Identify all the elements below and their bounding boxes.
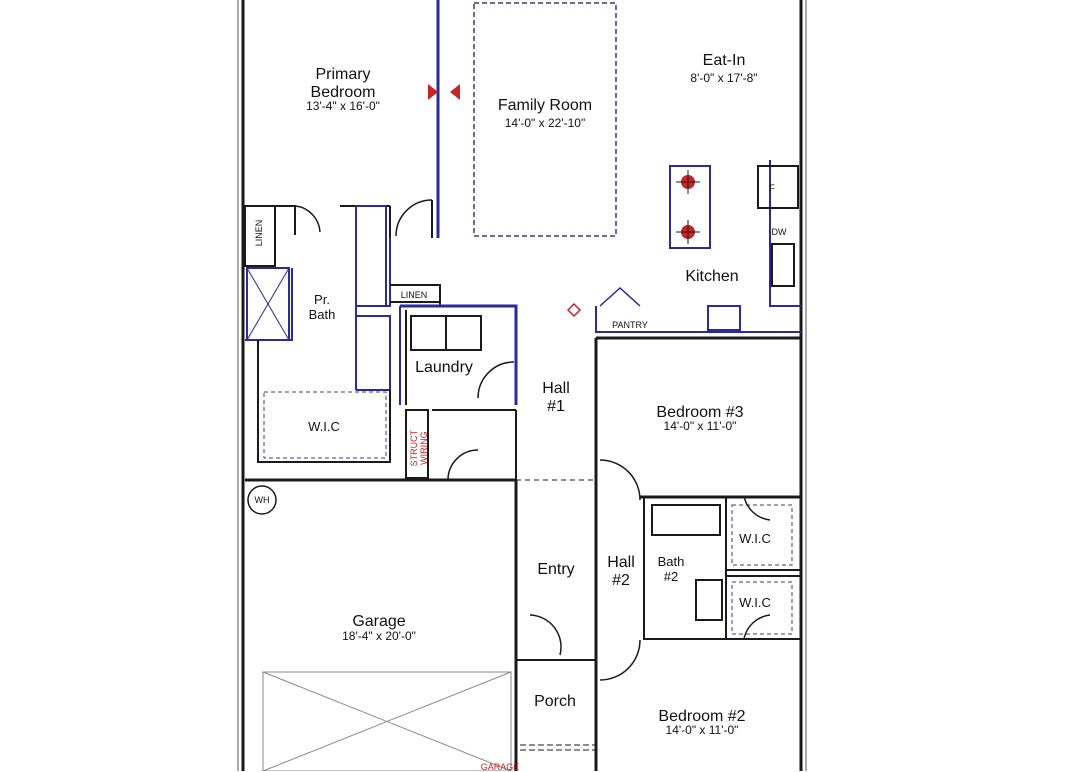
garage-name: Garage xyxy=(352,613,406,630)
bath2-line2: #2 xyxy=(663,568,679,584)
pr-bath-line1: Pr. xyxy=(314,292,330,307)
structured-wiring-line2: WIRING xyxy=(419,431,429,465)
bedroom2-dims: 14'-0" x 11'-0" xyxy=(665,723,739,737)
dw-label: DW xyxy=(771,227,787,237)
bath2-name: Bath #2 xyxy=(650,554,692,584)
wic-upper-name: W.I.C xyxy=(739,531,771,546)
garage-dims: 18'-4" x 20'-0" xyxy=(342,629,416,643)
bedroom3-dims: 14'-0" x 11'-0" xyxy=(663,419,737,433)
kitchen-island xyxy=(669,165,711,249)
pantry-label: PANTRY xyxy=(612,320,648,330)
electrical-marks xyxy=(428,84,582,318)
primary-bedroom-name: Primary Bedroom xyxy=(300,66,386,102)
pr-bath-line2: Bath xyxy=(308,306,336,322)
eat-in-name: Eat-In xyxy=(702,52,746,69)
kitchen-name: Kitchen xyxy=(685,268,739,285)
hall2-line1: Hall xyxy=(607,554,635,571)
primary-bedroom-dims: 13'-4" x 16'-0" xyxy=(306,99,380,113)
water-heater-label: WH xyxy=(254,495,270,505)
bath2-line1: Bath xyxy=(657,554,685,569)
hall1-name: Hall #1 xyxy=(532,380,580,416)
family-room-dims: 14'-0" x 22'-10" xyxy=(504,116,586,130)
interior-walls xyxy=(244,0,801,771)
water-heater-icon xyxy=(247,485,277,515)
family-room-outline xyxy=(473,2,617,237)
window-marks xyxy=(237,0,807,771)
linen-bath-label: LINEN xyxy=(400,290,428,300)
laundry-name: Laundry xyxy=(415,359,473,376)
hall2-line2: #2 xyxy=(612,571,630,589)
hall1-line2: #1 xyxy=(547,397,565,415)
wic-primary-name: W.I.C xyxy=(308,419,340,434)
bedroom2-name: Bedroom #2 xyxy=(658,708,746,725)
wic-lower-name: W.I.C xyxy=(739,595,771,610)
eat-in-dims: 8'-0" x 17'-8" xyxy=(690,71,758,85)
garage-door-label: GARAGE xyxy=(480,762,520,772)
structured-wiring-label: STRUCT WIRING xyxy=(409,426,429,470)
pr-bath-name: Pr. Bath xyxy=(298,292,346,322)
structured-wiring-line1: STRUCT xyxy=(408,429,419,467)
fridge-label: F xyxy=(769,183,775,193)
hall1-line1: Hall xyxy=(542,380,570,397)
exterior-walls xyxy=(241,0,803,771)
door-swings xyxy=(295,199,771,681)
bedroom3-name: Bedroom #3 xyxy=(656,404,744,421)
entry-name: Entry xyxy=(537,561,575,578)
linen-primary-label: LINEN xyxy=(253,219,264,247)
hall2-name: Hall #2 xyxy=(598,554,644,590)
family-room-name: Family Room xyxy=(497,97,593,114)
primary-bedroom-name-line2: Bedroom xyxy=(310,83,376,101)
primary-bedroom-name-line1: Primary xyxy=(315,66,371,83)
porch-name: Porch xyxy=(534,693,576,710)
